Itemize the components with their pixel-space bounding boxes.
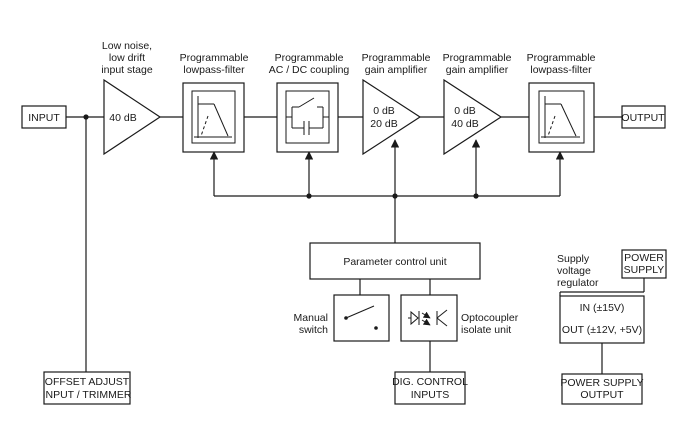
amp2-gain-low: 0 dB [454, 105, 476, 117]
power-supply-section: Supply voltage regulator POWER SUPPLY IN… [557, 249, 667, 405]
coupling-switch-icon [286, 97, 329, 135]
coupling-title-line1: Programmable [275, 52, 344, 64]
amp2-title-line1: Programmable [443, 52, 512, 64]
amplifier-triangle-icon [103, 78, 162, 156]
dig-control-line1: DIG. CONTROL [392, 376, 468, 388]
gain-amplifier-2: Programmable gain amplifier 0 dB 40 dB [443, 52, 512, 156]
filter2-title-line2: lowpass-filter [530, 64, 592, 76]
supply-regulator-line1: Supply [557, 253, 590, 265]
input-label: INPUT [28, 112, 60, 124]
power-supply-output-box [561, 373, 643, 405]
control-links [359, 279, 431, 372]
junction-dot [306, 193, 312, 199]
offset-adjust-block: OFFSET ADJUST INPUT / TRIMMER [43, 371, 132, 405]
stage1-title-line2: low drift [109, 52, 145, 64]
amp1-title-line2: gain amplifier [365, 64, 428, 76]
switch-icon [344, 305, 378, 330]
offset-adjust-line2: INPUT / TRIMMER [43, 389, 132, 401]
power-supply-line2: SUPPLY [624, 264, 665, 276]
lowpass-response-icon [194, 96, 232, 138]
manual-switch-block: Manual switch [294, 294, 390, 342]
input-stage-amplifier: Low noise, low drift input stage 40 dB [101, 40, 162, 156]
signal-chain-wires [66, 116, 622, 372]
lowpass-response-icon [541, 96, 580, 138]
optocoupler-block: Optocoupler isolate unit [400, 294, 519, 342]
amp1-gain-low: 0 dB [373, 105, 395, 117]
power-supply-output-line2: OUTPUT [580, 389, 624, 401]
junction-dot [83, 114, 89, 120]
supply-regulator-line3: regulator [557, 277, 599, 289]
stage1-gain: 40 dB [109, 112, 136, 124]
coupling-title-line2: AC / DC coupling [269, 64, 350, 76]
power-supply-line1: POWER [624, 252, 664, 264]
supply-regulator-line2: voltage [557, 265, 591, 277]
manual-switch-label-line2: switch [299, 324, 328, 336]
ac-dc-coupling: Programmable AC / DC coupling [269, 52, 350, 153]
regulator-out: OUT (±12V, +5V) [562, 324, 642, 336]
dig-control-line2: INPUTS [411, 389, 450, 401]
junction-dot [473, 193, 479, 199]
junction-dot [392, 193, 398, 199]
manual-switch-label-line1: Manual [294, 312, 328, 324]
optocoupler-label-line2: isolate unit [461, 324, 511, 336]
lowpass-filter-1: Programmable lowpass-filter [180, 52, 249, 153]
output-label: OUTPUT [621, 112, 665, 124]
power-supply-output-line1: POWER SUPPLY [560, 377, 643, 389]
regulator-box [559, 295, 645, 344]
regulator-in: IN (±15V) [580, 302, 625, 314]
control-unit-label: Parameter control unit [343, 256, 446, 268]
power-supply-box [621, 249, 667, 279]
amp2-title-line2: gain amplifier [446, 64, 509, 76]
lowpass-filter-2: Programmable lowpass-filter [527, 52, 596, 153]
offset-adjust-line1: OFFSET ADJUST [45, 376, 130, 388]
dig-control-inputs-block: DIG. CONTROL INPUTS [392, 371, 468, 405]
parameter-control-unit: Parameter control unit [309, 242, 481, 280]
amp1-gain-high: 20 dB [370, 118, 397, 130]
filter1-title-line1: Programmable [180, 52, 249, 64]
gain-amplifier-1: Programmable gain amplifier 0 dB 20 dB [362, 52, 431, 156]
optocoupler-icon [408, 309, 448, 327]
output-block: OUTPUT [621, 105, 666, 129]
filter1-title-line2: lowpass-filter [183, 64, 245, 76]
amplifier-triangle-icon [362, 78, 422, 156]
amp1-title-line1: Programmable [362, 52, 431, 64]
input-block: INPUT [21, 105, 67, 129]
filter2-title-line1: Programmable [527, 52, 596, 64]
amp2-gain-high: 40 dB [451, 118, 478, 130]
stage1-title-line1: Low noise, [102, 40, 152, 52]
optocoupler-label-line1: Optocoupler [461, 312, 519, 324]
control-bus [209, 139, 565, 243]
amplifier-triangle-icon [443, 78, 503, 156]
stage1-title-line3: input stage [101, 64, 153, 76]
